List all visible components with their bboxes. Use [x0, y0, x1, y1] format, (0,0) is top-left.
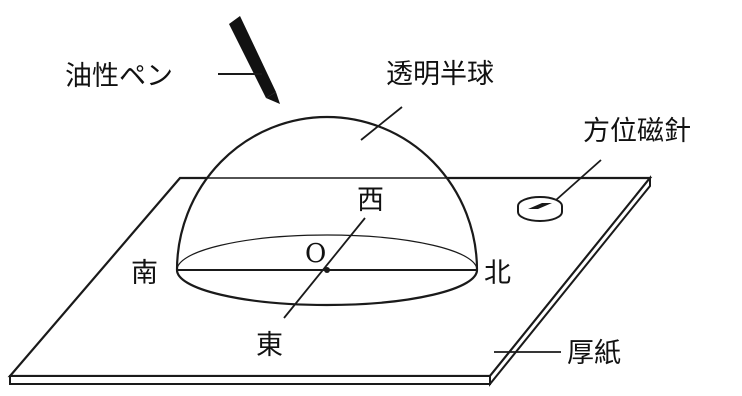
compass-icon — [517, 196, 563, 222]
east-label: 東 — [256, 330, 283, 361]
cardboard-side-edge — [489, 175, 651, 387]
center-label: O — [305, 239, 326, 269]
north-label: 北 — [484, 258, 511, 289]
hemisphere-base-back — [176, 234, 478, 271]
pen-label: 油性ペン — [65, 61, 173, 92]
hemisphere-label: 透明半球 — [386, 59, 494, 90]
compass-leader-line — [555, 159, 602, 201]
compass-label: 方位磁針 — [583, 116, 691, 147]
center-point — [324, 267, 330, 273]
cardboard-label: 厚紙 — [567, 338, 621, 369]
west-label: 西 — [357, 185, 384, 216]
hemisphere-leader-line — [360, 106, 403, 141]
marker-pen-icon — [229, 16, 280, 104]
south-label: 南 — [131, 258, 158, 289]
east-west-line — [283, 217, 366, 319]
cardboard-front-edge — [9, 375, 491, 385]
hemisphere-dome — [175, 115, 479, 307]
transparent-hemisphere — [175, 115, 479, 307]
